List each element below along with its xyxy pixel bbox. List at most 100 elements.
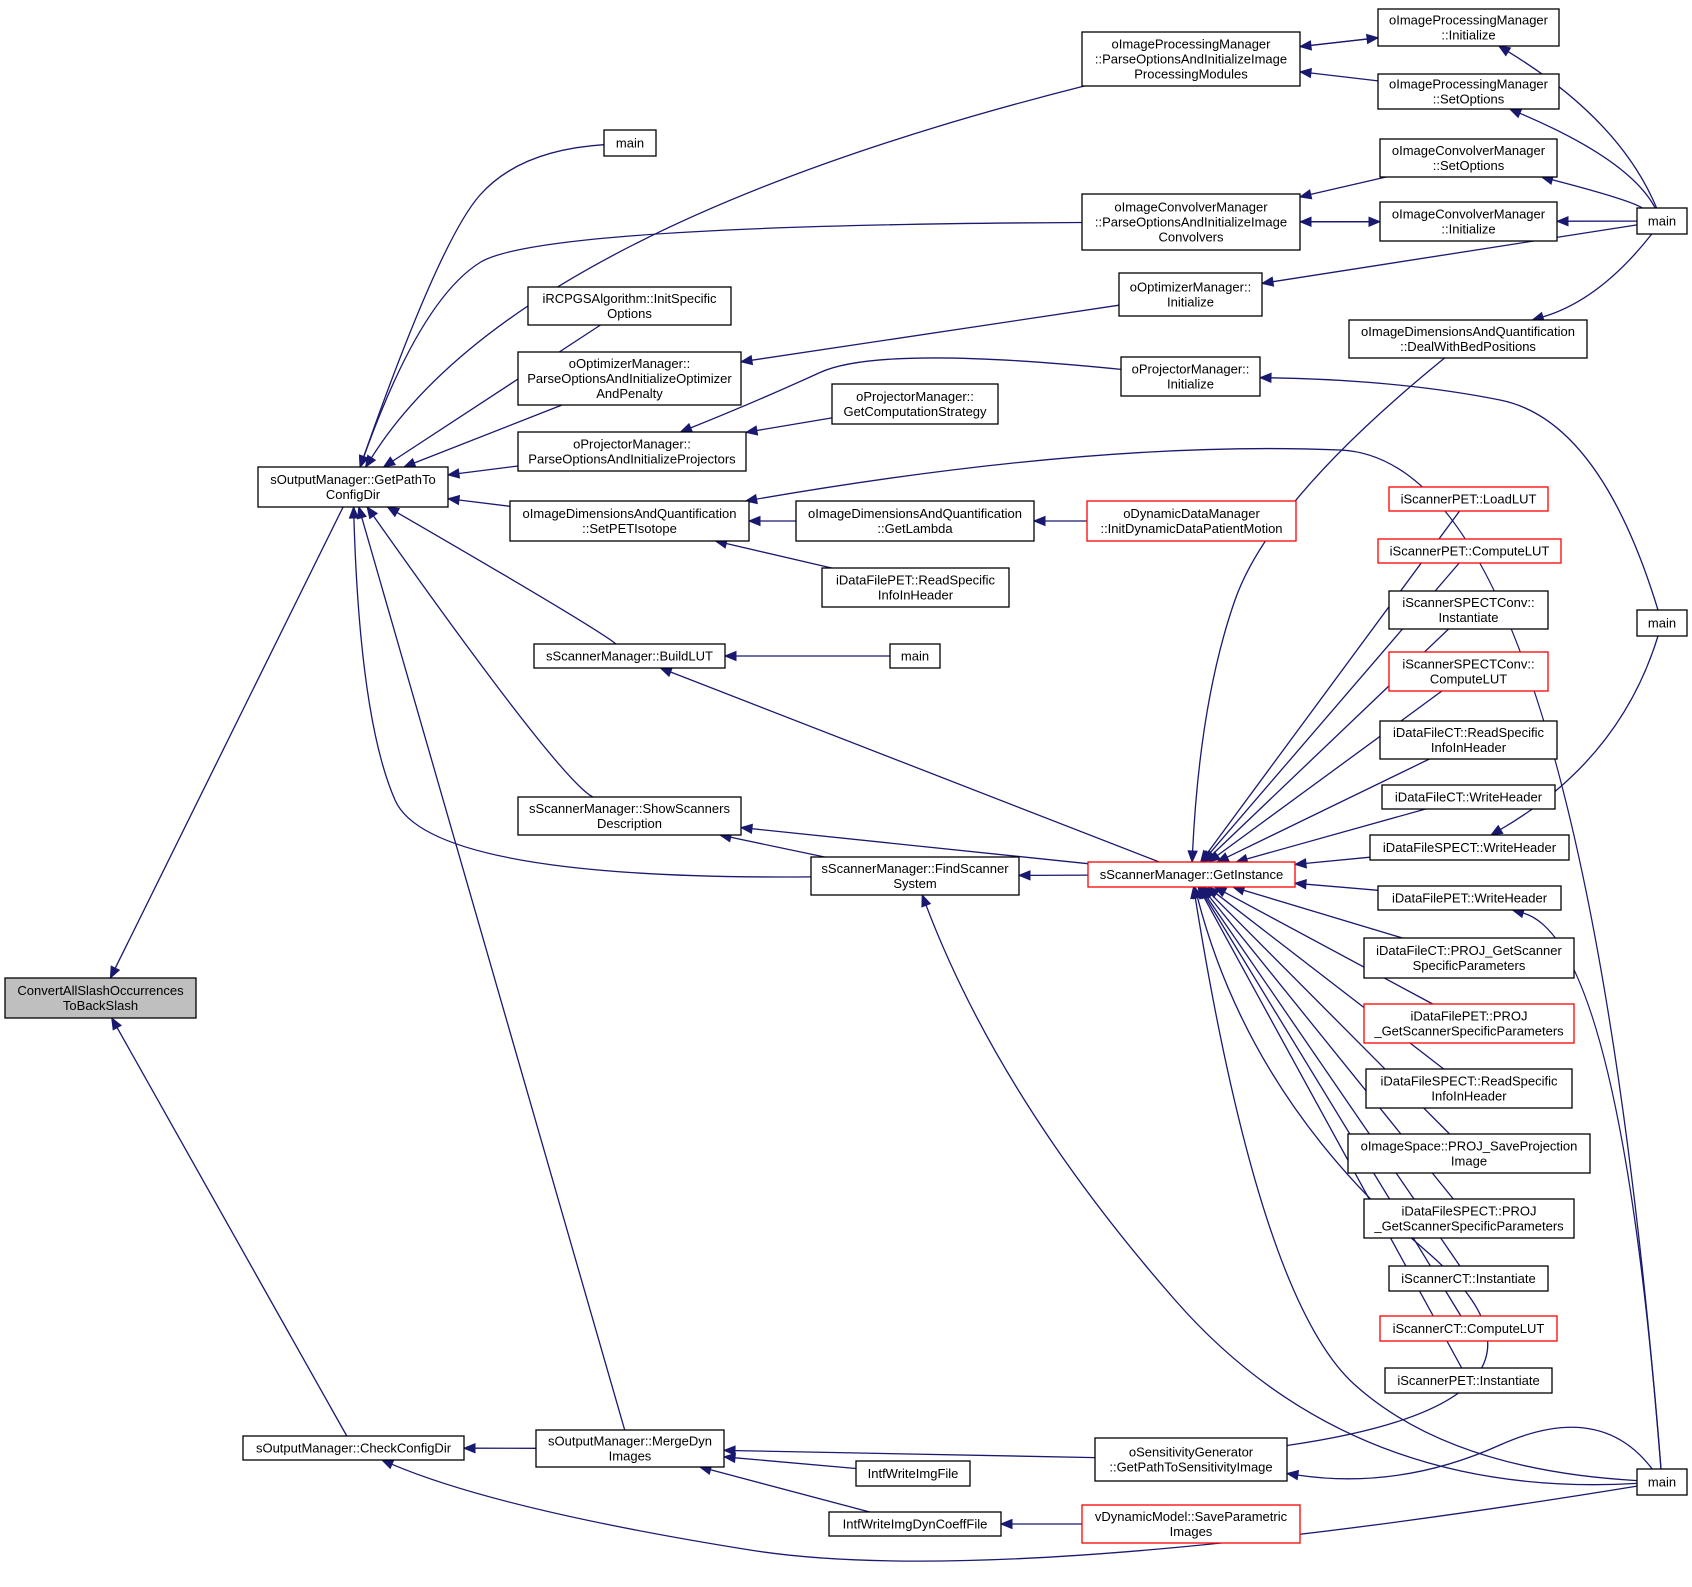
node-box [4,977,197,1019]
node-sensgen[interactable]: oSensitivityGenerator::GetPathToSensitiv… [1094,1437,1288,1482]
node-buildlut[interactable]: sScannerManager::BuildLUT [533,643,726,669]
node-spectinst[interactable]: iScannerSPECTConv::Instantiate [1388,590,1549,630]
edge-line [1305,856,1371,865]
node-impParse[interactable]: oImageProcessingManager::ParseOptionsAnd… [1081,31,1301,87]
edge-optInit-to-optParse [739,304,1120,366]
arrow-head-icon [1293,879,1307,890]
node-box [527,286,732,326]
edge-line [1194,897,1638,1482]
node-label-line: oProjectorManager:: [1132,362,1250,377]
edge-dynInit-to-getlambda [1032,515,1087,527]
node-box [855,1460,971,1487]
arrow-head-icon [739,823,753,834]
node-projComp[interactable]: oProjectorManager::GetComputationStrateg… [831,383,999,425]
edge-setpet-to-getpath [446,494,511,507]
edge-mainA-to-impInit [1497,45,1658,209]
node-label-line: ParseOptionsAndInitializeProjectors [528,452,736,467]
node-dynInit[interactable]: oDynamicDataManager::InitDynamicDataPati… [1086,500,1297,542]
node-main2[interactable]: main [889,643,941,669]
node-label-line: ::SetPETIsotope [582,521,677,536]
node-petload[interactable]: iScannerPET::LoadLUT [1388,486,1549,512]
arrow-head-icon [747,515,761,527]
node-petwrite[interactable]: iDataFilePET::WriteHeader [1377,885,1562,911]
node-getlambda[interactable]: oImageDimensionsAndQuantification::GetLa… [795,500,1035,542]
node-optInit[interactable]: oOptimizerManager::Initialize [1118,272,1263,317]
edge-main2-to-buildlut [723,650,890,662]
node-box [1081,31,1301,87]
node-ctinst[interactable]: iScannerCT::Instantiate [1388,1265,1549,1292]
node-checkcfg[interactable]: sOutputManager::CheckConfigDir [242,1435,465,1461]
node-label-line: GetComputationStrategy [843,404,987,419]
node-mainC[interactable]: main [1636,1468,1688,1496]
node-label-line: main [1648,616,1676,631]
node-label-line: InfoInHeader [1431,1089,1507,1104]
node-box [517,351,742,406]
edge-projParse-to-getpath [446,465,519,479]
node-ctwrite[interactable]: iDataFileCT::WriteHeader [1381,784,1556,810]
node-dealbed[interactable]: oImageDimensionsAndQuantification::DealW… [1348,319,1588,359]
edge-readpet-to-setpet [714,538,832,569]
node-spectcomp[interactable]: iScannerSPECTConv::ComputeLUT [1388,651,1549,692]
node-box [1384,1367,1553,1394]
arrow-head-icon [722,1445,736,1456]
node-getinst[interactable]: sScannerManager::GetInstance [1087,861,1296,888]
arrow-head-icon [446,494,461,506]
node-spectproj[interactable]: iDataFileSPECT::PROJ_GetScannerSpecificP… [1363,1198,1575,1239]
edge-sensgen-to-mergedyn [722,1445,1096,1459]
node-setpet[interactable]: oImageDimensionsAndQuantification::SetPE… [509,500,750,542]
node-main1[interactable]: main [603,129,657,157]
node-box [831,383,999,425]
arrow-head-icon [1190,885,1201,900]
node-label-line: sScannerManager::GetInstance [1100,867,1284,882]
node-intfdyn[interactable]: IntfWriteImgDynCoeffFile [828,1511,1002,1537]
edge-line [1310,72,1379,82]
node-petinst[interactable]: iScannerPET::Instantiate [1384,1367,1553,1394]
node-intfimg[interactable]: IntfWriteImgFile [855,1460,971,1487]
edge-line [1500,635,1659,831]
edge-line [370,85,1085,459]
edge-getpath-to-root [109,506,344,980]
node-mainA[interactable]: main [1636,207,1688,235]
node-box [533,643,726,669]
node-convInit[interactable]: oImageConvolverManager::Initialize [1379,201,1558,242]
node-projParse[interactable]: oProjectorManager::ParseOptionsAndInitia… [517,431,747,472]
node-impInit[interactable]: oImageProcessingManager::Initialize [1377,8,1560,47]
node-box [1388,1265,1549,1292]
edge-petwrite-to-getinst [1293,879,1379,891]
node-optParse[interactable]: oOptimizerManager::ParseOptionsAndInitia… [517,351,742,406]
node-ctproj[interactable]: iDataFileCT::PROJ_GetScannerSpecificPara… [1363,937,1575,979]
node-petproj[interactable]: iDataFilePET::PROJ_GetScannerSpecificPar… [1363,1003,1575,1044]
node-label-line: sOutputManager::MergeDyn [548,1434,712,1449]
node-convSet[interactable]: oImageConvolverManager::SetOptions [1379,138,1558,178]
node-box [257,466,449,508]
edge-line [730,836,825,858]
node-label-line: iScannerCT::Instantiate [1401,1271,1535,1286]
node-impSet[interactable]: oImageProcessingManager::SetOptions [1377,73,1560,110]
node-label-line: oOptimizerManager:: [1130,280,1251,295]
arrow-head-icon [364,454,377,469]
node-petcomp[interactable]: iScannerPET::ComputeLUT [1377,538,1562,564]
arrow-head-icon [1497,45,1512,57]
node-spectwrite[interactable]: iDataFileSPECT::WriteHeader [1369,834,1570,861]
edge-line [726,542,832,569]
node-box [1363,1198,1575,1239]
node-ctcomp[interactable]: iScannerCT::ComputeLUT [1379,1315,1558,1342]
node-label-line: main [1648,214,1676,229]
node-projInit[interactable]: oProjectorManager::Initialize [1120,356,1261,397]
arrow-head-icon [446,468,461,479]
node-convParse[interactable]: oImageConvolverManager::ParseOptionsAndI… [1081,193,1301,251]
node-mainB[interactable]: main [1636,609,1688,637]
node-label-line: InfoInHeader [878,588,954,603]
node-box [1388,590,1549,630]
